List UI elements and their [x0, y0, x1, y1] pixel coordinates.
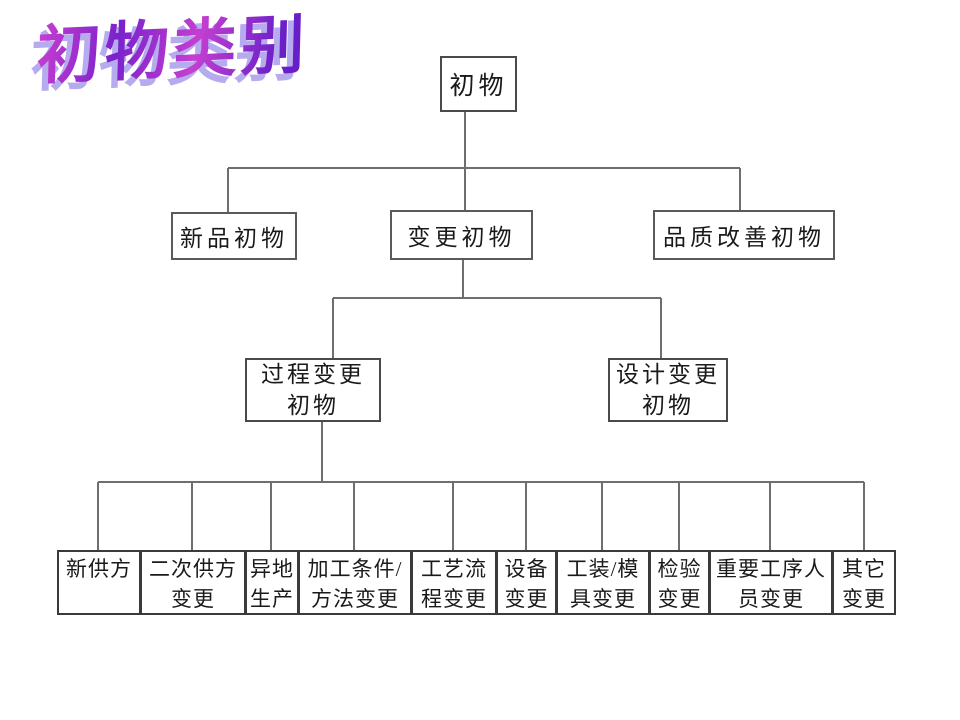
leaf-label-line2: 变更 — [657, 587, 702, 611]
leaf-label-line2: 变更 — [842, 587, 886, 611]
node-label-line2: 初物 — [642, 393, 694, 418]
leaf-tooling-mold-change: 工装/模 具变更 — [556, 550, 650, 615]
leaf-processing-condition-method-change: 加工条件/ 方法变更 — [298, 550, 412, 615]
leaf-label-line1: 工艺流 — [421, 557, 487, 581]
node-label-line2: 初物 — [287, 393, 339, 418]
leaf-other-change: 其它 变更 — [832, 550, 896, 615]
leaf-label-line2: 员变更 — [738, 587, 804, 611]
leaf-label-line1: 其它 — [842, 557, 886, 581]
node-new-product-initial: 新品初物 — [171, 212, 297, 260]
leaf-new-supplier: 新供方 — [57, 550, 141, 615]
leaf-secondary-supplier-change: 二次供方 变更 — [140, 550, 246, 615]
node-label: 变更初物 — [407, 225, 516, 250]
leaf-label-line1: 二次供方 — [149, 557, 237, 581]
leaf-label-line2: 具变更 — [570, 587, 636, 611]
leaf-label-line1: 检验 — [657, 557, 702, 581]
leaf-offsite-production: 异地 生产 — [245, 550, 299, 615]
node-change-initial: 变更初物 — [390, 210, 533, 260]
leaf-label-line2: 程变更 — [421, 587, 487, 611]
node-quality-improvement-initial: 品质改善初物 — [653, 210, 835, 260]
leaf-label-line1: 加工条件/ — [307, 557, 403, 581]
node-label: 初物 — [449, 73, 508, 100]
leaf-label-line2: 变更 — [504, 587, 549, 611]
leaf-label-line1: 新供方 — [66, 557, 132, 581]
leaf-label-line1: 设备 — [504, 557, 549, 581]
leaf-inspection-change: 检验 变更 — [649, 550, 710, 615]
leaf-label-line2: 方法变更 — [311, 587, 399, 611]
leaf-process-flow-change: 工艺流 程变更 — [411, 550, 497, 615]
node-initial-product: 初物 — [440, 56, 517, 112]
node-label-line1: 过程变更 — [261, 362, 365, 387]
node-label: 新品初物 — [180, 226, 288, 251]
node-design-change-initial: 设计变更 初物 — [608, 358, 728, 422]
leaf-label-line1: 重要工序人 — [716, 557, 826, 581]
leaf-label-line1: 工装/模 — [566, 557, 640, 581]
node-process-change-initial: 过程变更 初物 — [245, 358, 381, 422]
leaf-label-line2: 变更 — [171, 587, 215, 611]
leaf-key-process-personnel-change: 重要工序人 员变更 — [709, 550, 833, 615]
leaf-label-line2: 生产 — [250, 587, 294, 611]
leaf-equipment-change: 设备 变更 — [496, 550, 557, 615]
node-label-line1: 设计变更 — [616, 362, 720, 387]
leaf-label-line1: 异地 — [250, 557, 294, 581]
node-label: 品质改善初物 — [663, 225, 825, 250]
